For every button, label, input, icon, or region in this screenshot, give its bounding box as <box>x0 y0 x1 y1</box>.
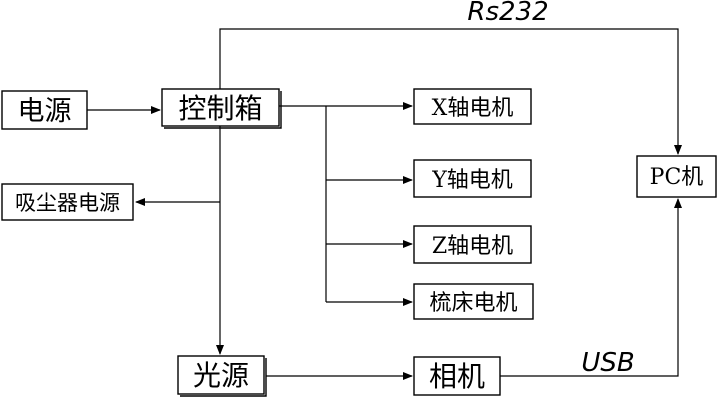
node-camera: 相机 <box>413 356 501 396</box>
node-pc: PC机 <box>636 155 717 198</box>
rs232-label: Rs232 <box>467 0 548 27</box>
node-light-source: 光源 <box>177 355 267 397</box>
node-vacuum-power-label: 吸尘器电源 <box>15 191 120 215</box>
node-pc-label: PC机 <box>650 165 704 190</box>
node-y-motor-label: Y轴电机 <box>431 168 513 193</box>
wire-rs232 <box>219 28 682 155</box>
node-comb-motor-label: 梳床电机 <box>429 291 517 316</box>
wire-usb <box>500 198 682 377</box>
node-camera-label: 相机 <box>429 360 485 393</box>
usb-label: USB <box>581 348 634 378</box>
node-control-box: 控制箱 <box>161 88 282 129</box>
node-x-motor: X轴电机 <box>413 88 532 125</box>
node-power-label: 电源 <box>18 96 72 127</box>
node-power: 电源 <box>1 90 88 130</box>
node-vacuum-power: 吸尘器电源 <box>1 183 134 221</box>
node-z-motor-label: Z轴电机 <box>432 234 513 259</box>
node-light-source-label: 光源 <box>193 359 249 392</box>
node-control-box-label: 控制箱 <box>178 92 262 125</box>
node-comb-motor: 梳床电机 <box>413 283 534 320</box>
node-x-motor-label: X轴电机 <box>432 96 514 121</box>
node-y-motor: Y轴电机 <box>413 159 532 198</box>
node-z-motor: Z轴电机 <box>413 225 532 264</box>
